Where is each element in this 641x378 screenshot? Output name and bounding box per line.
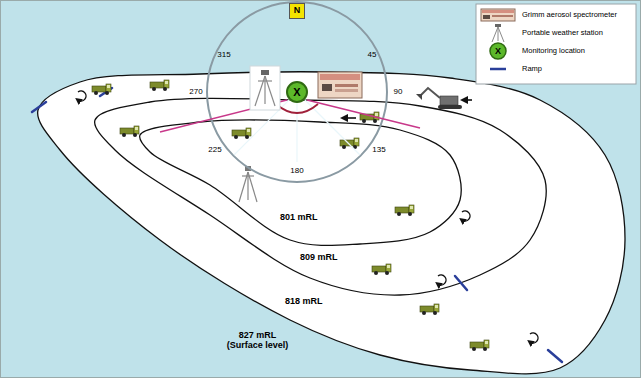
bearing-label: 180 [290,166,303,175]
sensor-arm [242,175,254,176]
north-marker: N [289,3,305,19]
u-turn-arrow [462,211,470,221]
bearing-label: 315 [217,50,230,59]
tripod-leg [492,27,498,42]
legend-weather-icon [492,24,504,42]
u-turn-arrows [78,91,538,343]
tripod-leg [498,27,504,42]
device-panel [335,84,358,87]
device-band [482,10,514,13]
excavator-bucket [416,94,422,100]
legend-box [476,4,636,84]
device-panel [492,15,513,17]
surface-level-label: 827 mRL (Surface level) [220,330,295,351]
legend-monitoring-symbol [490,43,506,59]
device-band [320,74,360,80]
ramps [32,88,562,362]
device-display [322,84,332,91]
bench-level-label: 809 mRL [300,252,338,262]
legend-grimm-icon [481,9,515,21]
bench-level-label: 801 mRL [280,212,318,222]
haul-truck [372,264,391,275]
bearing-label: 135 [372,145,385,154]
sector-line [307,100,420,128]
haul-truck [395,205,414,216]
u-turn-arrow [78,91,86,101]
ramp [548,350,562,362]
device-case [481,9,515,21]
bearing-label: 45 [368,50,377,59]
travel-arrow [344,117,356,119]
sensor-head [261,70,269,75]
legend-text: Portable weather station [522,29,603,38]
excavator-body [440,96,458,105]
haul-truck [92,84,111,95]
ramp [455,276,467,290]
device-display [483,15,490,19]
excavator-track [438,105,462,109]
circle-outline [287,82,307,102]
contour-827 [38,72,625,374]
monitoring-location: X [286,81,308,103]
excavator [416,88,472,109]
sector-arc [276,104,318,113]
bench-level-label: 818 mRL [285,296,323,306]
haul-truck [470,340,489,351]
legend-symbol-letter: X [495,46,501,56]
tripod-leg [498,27,499,41]
legend-text: Monitoring location [522,47,585,56]
device-case [318,72,362,98]
bearing-label: 270 [189,87,202,96]
haul-truck [340,138,359,149]
haul-truck [150,80,169,91]
u-turn-arrow [530,333,538,343]
haul-truck [120,126,139,137]
node-text: X [293,86,300,98]
u-turn-arrow [438,275,446,285]
bearing-label: 225 [208,145,221,154]
excavator-arm [420,88,440,98]
contour-809 [95,98,547,295]
grimm-spectrometer-icon [318,72,362,98]
direction-line [297,92,360,155]
legend-ramp-symbol [490,68,506,71]
haul-truck [420,304,439,315]
weather-station-icon [250,66,280,110]
node-text: N [294,6,301,16]
device-panel [335,89,358,92]
sensor-arm [258,80,272,81]
legend-text: Grimm aerosol spectrometer [522,11,617,20]
compass-circle [207,2,387,182]
legend-text: Ramp [522,65,542,74]
ramp [32,102,46,112]
sensor-head [495,24,501,27]
tripod-leg [264,76,265,104]
travel-arrow [464,99,472,101]
haul-truck [232,128,251,139]
bearing-label: 90 [394,87,403,96]
icon-ground [250,66,280,110]
